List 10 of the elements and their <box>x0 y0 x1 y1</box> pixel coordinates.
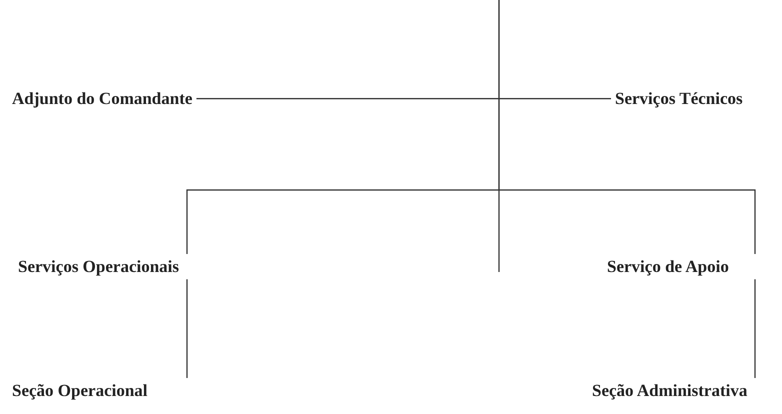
connector-line <box>754 279 756 378</box>
org-unit-label: Seção Administrativa <box>592 380 748 402</box>
org-unit-label: Adjunto do Comandante <box>12 88 192 110</box>
org-unit-label: Serviços Técnicos <box>615 88 743 110</box>
org-unit-label: Serviço de Apoio <box>607 256 729 278</box>
org-unit-label: Seção Operacional <box>12 380 148 402</box>
org-unit-label: Serviços Operacionais <box>18 256 180 278</box>
connector-line <box>186 279 188 378</box>
connector-line <box>196 98 611 100</box>
connector-line <box>498 0 756 254</box>
